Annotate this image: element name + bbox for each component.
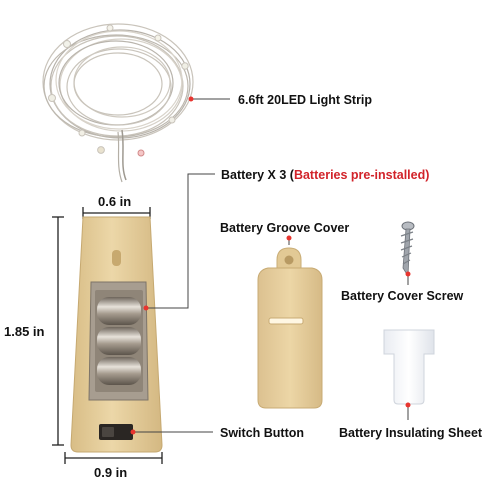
switch-button-label: Switch Button [220,426,305,440]
battery-insulating-sheet [383,329,435,405]
height-value: 1.85 in [4,324,45,339]
cork-battery-case: OFF [70,216,163,453]
battery-cover-screw [400,221,415,278]
battery-groove-cover [257,247,323,409]
insulating-sheet-label: Battery Insulating Sheet [339,426,483,440]
battery-label-suffix: ) [425,168,430,182]
light-strip-coil [42,23,194,183]
top-width-value: 0.6 in [98,194,132,209]
battery-label-prefix: Battery X 3 ( [221,168,294,182]
leader-dots [130,96,411,435]
led-beads [48,24,189,157]
battery-label: Battery X 3 (Batteries pre-installed) [221,169,429,182]
bottom-width-dimension [64,452,163,464]
bottom-width-value: 0.9 in [94,465,128,480]
groove-cover-label: Battery Groove Cover [220,221,350,235]
cover-screw-label: Battery Cover Screw [341,289,464,303]
light-strip-label: 6.6ft 20LED Light Strip [238,93,373,107]
battery-preinstalled-note: Batteries pre-installed [293,168,426,182]
height-dimension [52,216,64,446]
